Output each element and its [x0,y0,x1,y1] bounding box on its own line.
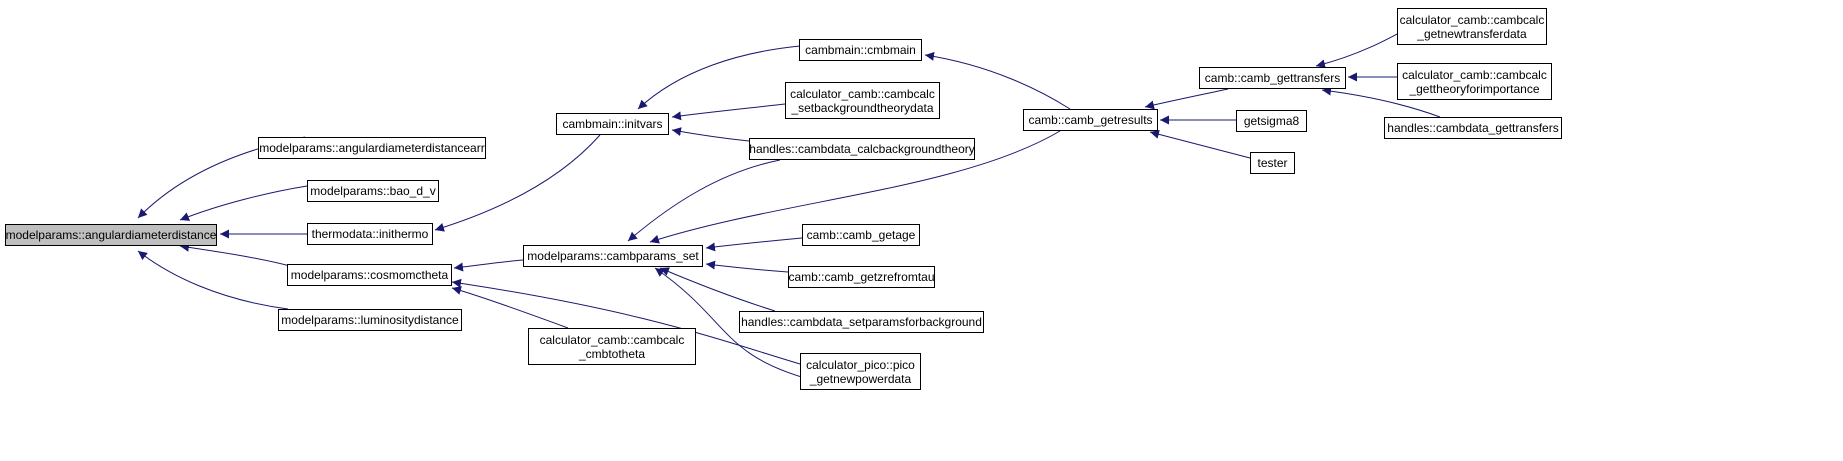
graph-node-hgettransfers[interactable]: handles::cambdata_gettransfers [1384,117,1562,139]
graph-node-cmbtotheta[interactable]: calculator_camb::cambcalc _cmbtotheta [528,328,696,365]
graph-node-root: modelparams::angulardiameterdistance [5,224,217,246]
edge-getzre-to-cambparams [705,260,789,273]
edge-pico-to-cambparams [654,267,813,381]
graph-node-getzre[interactable]: camb::camb_getzrefromtau [788,266,935,288]
edge-getage-to-cambparams [705,237,803,252]
graph-node-newtransfer[interactable]: calculator_camb::cambcalc _getnewtransfe… [1397,8,1547,45]
edge-calcbg-to-cambparams [627,159,781,242]
graph-node-cambparams[interactable]: modelparams::cambparams_set [523,245,703,267]
edge-cambparams-to-cosmomc [453,259,524,272]
edge-getresults-to-cambparams [649,130,1061,244]
edge-tester-to-getresults [1149,129,1251,159]
graph-node-cmbmain[interactable]: cambmain::cmbmain [799,39,922,61]
edge-cmbtotheta-to-cosmomc [451,286,569,329]
edge-calcbg-to-initvars [671,127,750,142]
graph-node-lumdist[interactable]: modelparams::luminositydistance [278,309,462,331]
edge-setparams-to-cambparams [659,267,776,312]
edge-newtransfer-to-gettransfers [1315,26,1411,69]
graph-node-inithermo[interactable]: thermodata::inithermo [307,223,433,245]
edge-setbg-to-initvars [671,103,786,121]
edge-getresults-to-cmbmain [924,51,1071,110]
graph-node-getsigma8[interactable]: getsigma8 [1236,110,1307,132]
graph-node-setbg[interactable]: calculator_camb::cambcalc _setbackground… [785,82,940,119]
graph-node-arr[interactable]: modelparams::angulardiameterdistancearr [258,137,486,159]
graph-node-setparams[interactable]: handles::cambdata_setparamsforbackground [739,311,984,333]
graph-node-calcbg[interactable]: handles::cambdata_calcbackgroundtheory [749,138,975,160]
edge-cosmomc-to-root [179,242,291,267]
graph-node-pico[interactable]: calculator_pico::pico _getnewpowerdata [800,353,921,390]
edge-pico-to-cosmomc [451,278,801,365]
edge-initvars-to-inithermo [434,134,601,232]
edge-lumdist-to-root [137,250,289,310]
graph-node-initvars[interactable]: cambmain::initvars [556,113,669,135]
edge-cmbmain-to-initvars [637,45,801,110]
graph-node-getresults[interactable]: camb::camb_getresults [1023,109,1158,131]
graph-node-baodv[interactable]: modelparams::bao_d_v [307,180,439,202]
edge-gettransfers-to-getresults [1144,88,1229,110]
graph-node-tester[interactable]: tester [1250,152,1295,174]
graph-node-cosmomc[interactable]: modelparams::cosmomctheta [287,264,452,286]
graph-node-getage[interactable]: camb::camb_getage [802,224,920,246]
edge-baodv-to-root [179,185,308,221]
graph-node-theoryimp[interactable]: calculator_camb::cambcalc _gettheoryfori… [1397,63,1552,100]
graph-node-gettransfers[interactable]: camb::camb_gettransfers [1199,67,1346,89]
edge-hgettransfers-to-gettransfers [1321,86,1441,118]
